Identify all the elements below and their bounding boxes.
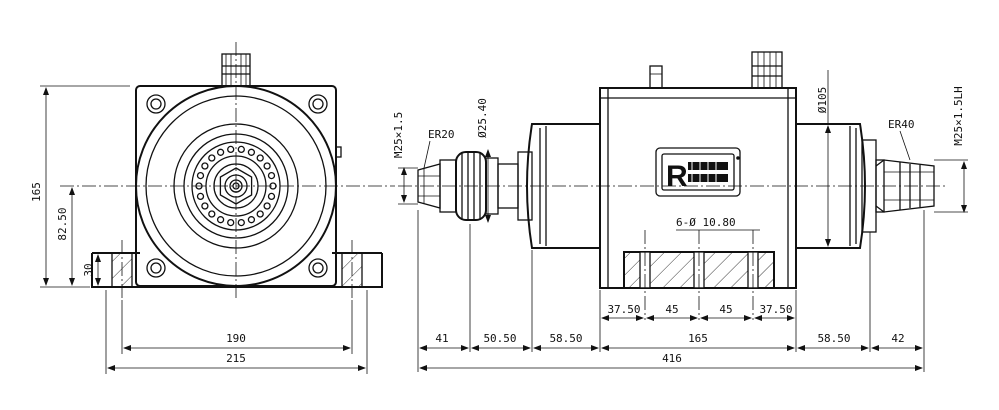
bolt-hole xyxy=(196,192,205,201)
dim-center-height: 82.50 xyxy=(56,207,69,240)
brand-logo-letter: R xyxy=(666,160,688,193)
left-body xyxy=(526,123,601,249)
dim-hole-3: 45 xyxy=(719,303,732,316)
bolt-hole xyxy=(237,218,245,227)
side-cable-gland xyxy=(751,51,783,89)
dim-base-height: 30 xyxy=(82,263,95,276)
dim-seg-4: 165 xyxy=(688,332,708,345)
brand-logo-plate: R xyxy=(655,147,741,197)
front-bolt-ring xyxy=(195,145,277,227)
label-hole-note: 6-Ø 10.80 xyxy=(676,216,736,229)
right-body xyxy=(795,123,866,249)
label-thread-right: M25×1.5LH xyxy=(952,86,965,146)
bolt-hole xyxy=(237,145,245,154)
bolt-hole xyxy=(263,202,271,210)
dim-hole-2: 45 xyxy=(665,303,678,316)
dim-base-width: 215 xyxy=(226,352,246,365)
label-thread-left: M25×1.5 xyxy=(392,112,405,158)
side-view: R xyxy=(392,51,968,372)
bolt-hole xyxy=(208,154,216,162)
bolt-hole xyxy=(201,202,209,210)
bolt-hole xyxy=(216,148,225,156)
right-collet xyxy=(861,139,935,233)
dim-hole-1: 37.50 xyxy=(607,303,640,316)
bolt-hole xyxy=(201,162,209,170)
dim-seg-5: 58.50 xyxy=(817,332,850,345)
bolt-hole xyxy=(208,210,216,218)
bolt-hole xyxy=(256,154,264,162)
bolt-hole xyxy=(247,148,256,156)
front-corner-bolts xyxy=(146,94,328,278)
bolt-hole xyxy=(227,145,235,154)
dim-seg-3: 58.50 xyxy=(549,332,582,345)
bolt-hole xyxy=(267,171,276,180)
bolt-hole xyxy=(256,210,264,218)
bolt-hole xyxy=(247,216,256,224)
bolt-hole xyxy=(216,216,225,224)
dim-total-length: 416 xyxy=(662,352,682,365)
dim-seg-2: 50.50 xyxy=(483,332,516,345)
dim-height-total: 165 xyxy=(30,182,43,202)
label-collet-left: ER20 xyxy=(428,128,455,141)
dim-hole-4: 37.50 xyxy=(759,303,792,316)
dim-seg-6: 42 xyxy=(891,332,904,345)
bolt-hole xyxy=(267,192,276,201)
label-collet-right: ER40 xyxy=(888,118,915,131)
dim-foot-spacing: 190 xyxy=(226,332,246,345)
dim-seg-1: 41 xyxy=(435,332,448,345)
bolt-hole xyxy=(263,162,271,170)
label-shaft-diameter: Ø25.40 xyxy=(476,98,489,138)
bolt-hole xyxy=(227,218,235,227)
front-view: 165 82.50 30 190 215 xyxy=(30,42,395,374)
bolt-hole xyxy=(196,171,205,180)
label-body-diameter: Ø105 xyxy=(816,87,829,114)
